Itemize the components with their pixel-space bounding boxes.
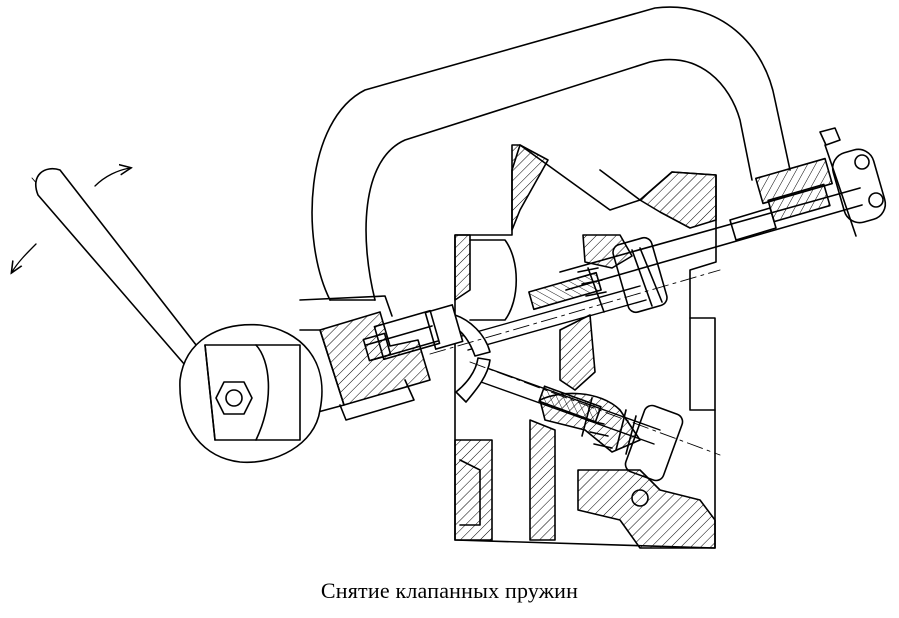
lower-valve xyxy=(455,357,684,482)
rotation-arrows xyxy=(12,168,130,272)
c-frame xyxy=(311,6,791,301)
upper-valve xyxy=(451,236,668,357)
handle-lever xyxy=(35,168,323,464)
figure-caption: Снятие клапанных пружин xyxy=(320,578,579,603)
spindle-screw xyxy=(559,127,887,291)
lever-housing xyxy=(299,295,431,421)
cylinder-head-section xyxy=(454,144,717,549)
